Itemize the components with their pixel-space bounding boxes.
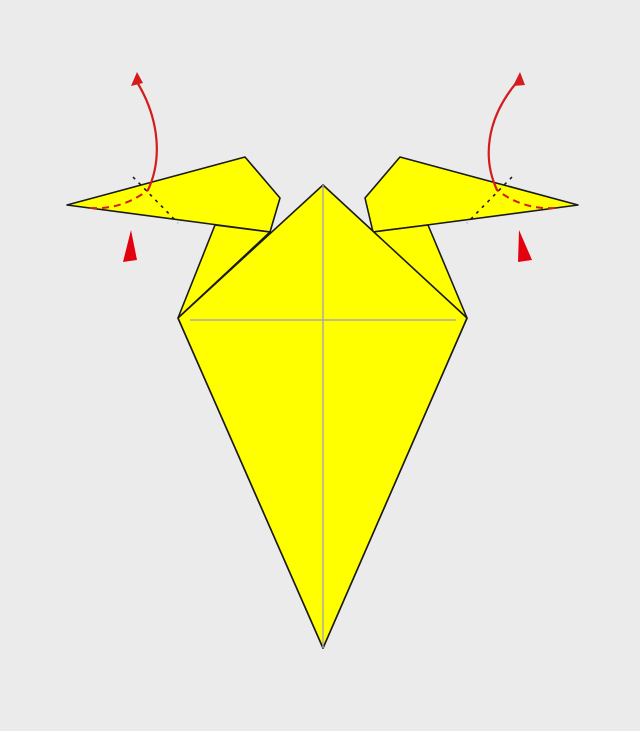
left-ear-flap <box>66 156 281 233</box>
right-ear <box>364 156 579 233</box>
left-ear <box>66 156 281 233</box>
left-fold-markings <box>89 176 179 224</box>
curved-arrow-icon <box>135 80 158 192</box>
push-triangle-arrow-icon <box>123 230 137 262</box>
curved-arrow-head-icon <box>131 72 143 86</box>
right-valley-line <box>466 176 513 224</box>
left-curved-arrow <box>131 72 158 192</box>
right-ear-flap <box>364 156 579 233</box>
right-fold-markings <box>466 176 556 224</box>
right-curved-arrow <box>487 72 525 192</box>
curved-arrow-head-icon <box>513 72 525 86</box>
head <box>177 184 468 649</box>
curved-arrow-icon <box>487 80 519 192</box>
push-triangle-arrow-icon <box>518 230 532 262</box>
left-valley-line <box>132 176 179 224</box>
left-fold-line <box>89 189 149 210</box>
right-fold-line <box>496 189 556 210</box>
